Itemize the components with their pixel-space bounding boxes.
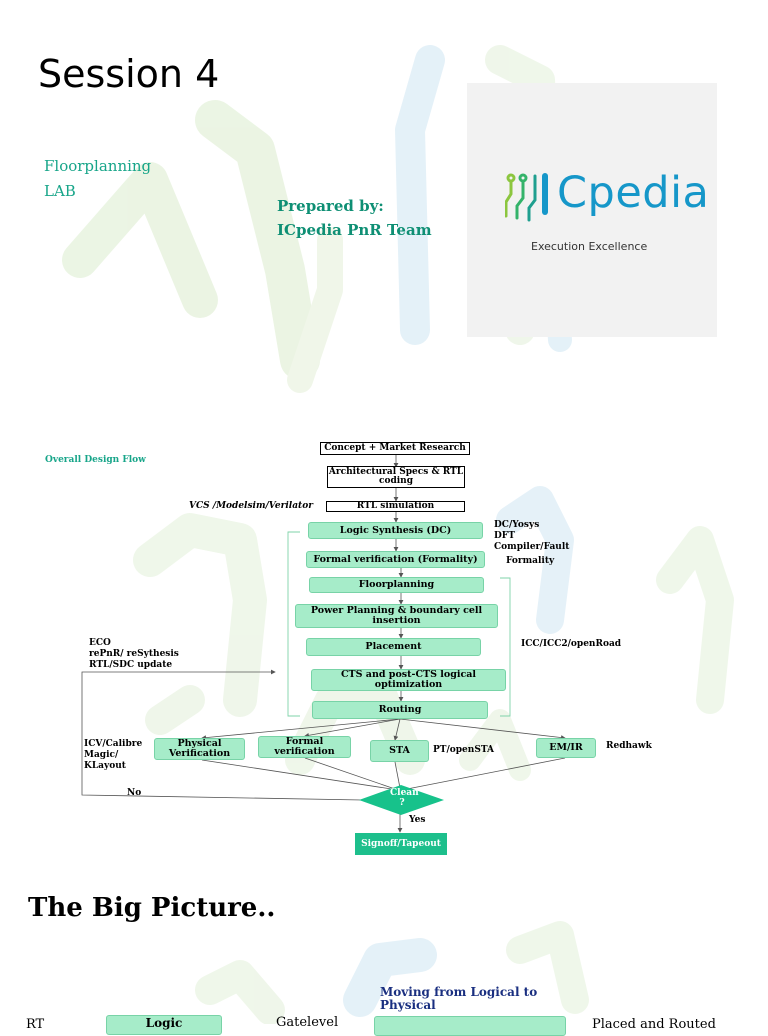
subtitle-lab: LAB — [44, 182, 76, 200]
label-formality: Formality — [506, 556, 555, 566]
step-clean-decision: Clean ? — [390, 788, 419, 808]
label-gatelevel: Gatelevel — [276, 1015, 339, 1030]
step-logic-synthesis: Logic Synthesis (DC) — [308, 522, 483, 539]
step-power-planning: Power Planning & boundary cell insertion — [295, 604, 498, 628]
label-synth-tools-2: DFT — [494, 531, 515, 541]
label-synth-tools-3: Compiler/Fault — [494, 542, 570, 552]
big-picture-title: The Big Picture.. — [28, 893, 276, 923]
label-rt: RT — [26, 1017, 45, 1032]
step-cts: CTS and post-CTS logical optimization — [311, 669, 506, 691]
label-sim-tools: VCS /Modelsim/Verilator — [189, 501, 313, 511]
box-logic-label: Logic — [145, 1016, 183, 1030]
icpedia-logo — [467, 83, 717, 337]
logo-tagline: Execution Excellence — [531, 240, 648, 253]
label-eco-2: rePnR/ reSythesis — [89, 649, 179, 659]
team-name: ICpedia PnR Team — [277, 221, 432, 239]
label-emir-tools: Redhawk — [606, 741, 652, 751]
logo-wordmark: Cpedia — [557, 168, 710, 218]
label-eco-3: RTL/SDC update — [89, 660, 173, 670]
step-emir: EM/IR — [536, 738, 596, 758]
step-formal-verification-2: Formal verification — [258, 736, 351, 758]
label-pnr-tools: ICC/ICC2/openRoad — [521, 639, 622, 649]
moving-logical-physical: Moving from Logical to Physical — [380, 985, 538, 1012]
step-physical-verification: Physical Verification — [154, 738, 245, 760]
box-physical — [374, 1016, 566, 1036]
label-pv-tools-1: ICV/Calibre — [84, 739, 143, 749]
label-sta-tools: PT/openSTA — [433, 745, 495, 755]
label-placed-routed: Placed and Routed — [592, 1017, 716, 1032]
label-synth-tools-1: DC/Yosys — [494, 520, 540, 530]
label-eco-1: ECO — [89, 638, 111, 648]
step-rtl-simulation: RTL simulation — [326, 501, 465, 512]
subtitle-floorplanning: Floorplanning — [44, 157, 152, 175]
logo-mark-icon — [505, 173, 548, 222]
step-signoff: Signoff/Tapeout — [355, 833, 447, 855]
step-formal-verification: Formal verification (Formality) — [306, 551, 485, 568]
step-concept: Concept + Market Research — [320, 442, 470, 455]
label-yes: Yes — [409, 815, 426, 825]
step-routing: Routing — [312, 701, 488, 719]
session-title: Session 4 — [38, 52, 220, 96]
label-pv-tools-2: Magic/ — [84, 750, 119, 760]
step-sta: STA — [370, 740, 429, 762]
label-pv-tools-3: KLayout — [84, 761, 126, 771]
box-logic: Logic — [106, 1015, 222, 1035]
step-placement: Placement — [306, 638, 481, 656]
design-flow-title: Overall Design Flow — [45, 455, 146, 465]
label-no: No — [127, 788, 142, 798]
prepared-by-label: Prepared by: — [277, 197, 384, 215]
step-floorplanning: Floorplanning — [309, 577, 484, 593]
step-architecture: Architectural Specs & RTL coding — [327, 466, 465, 488]
